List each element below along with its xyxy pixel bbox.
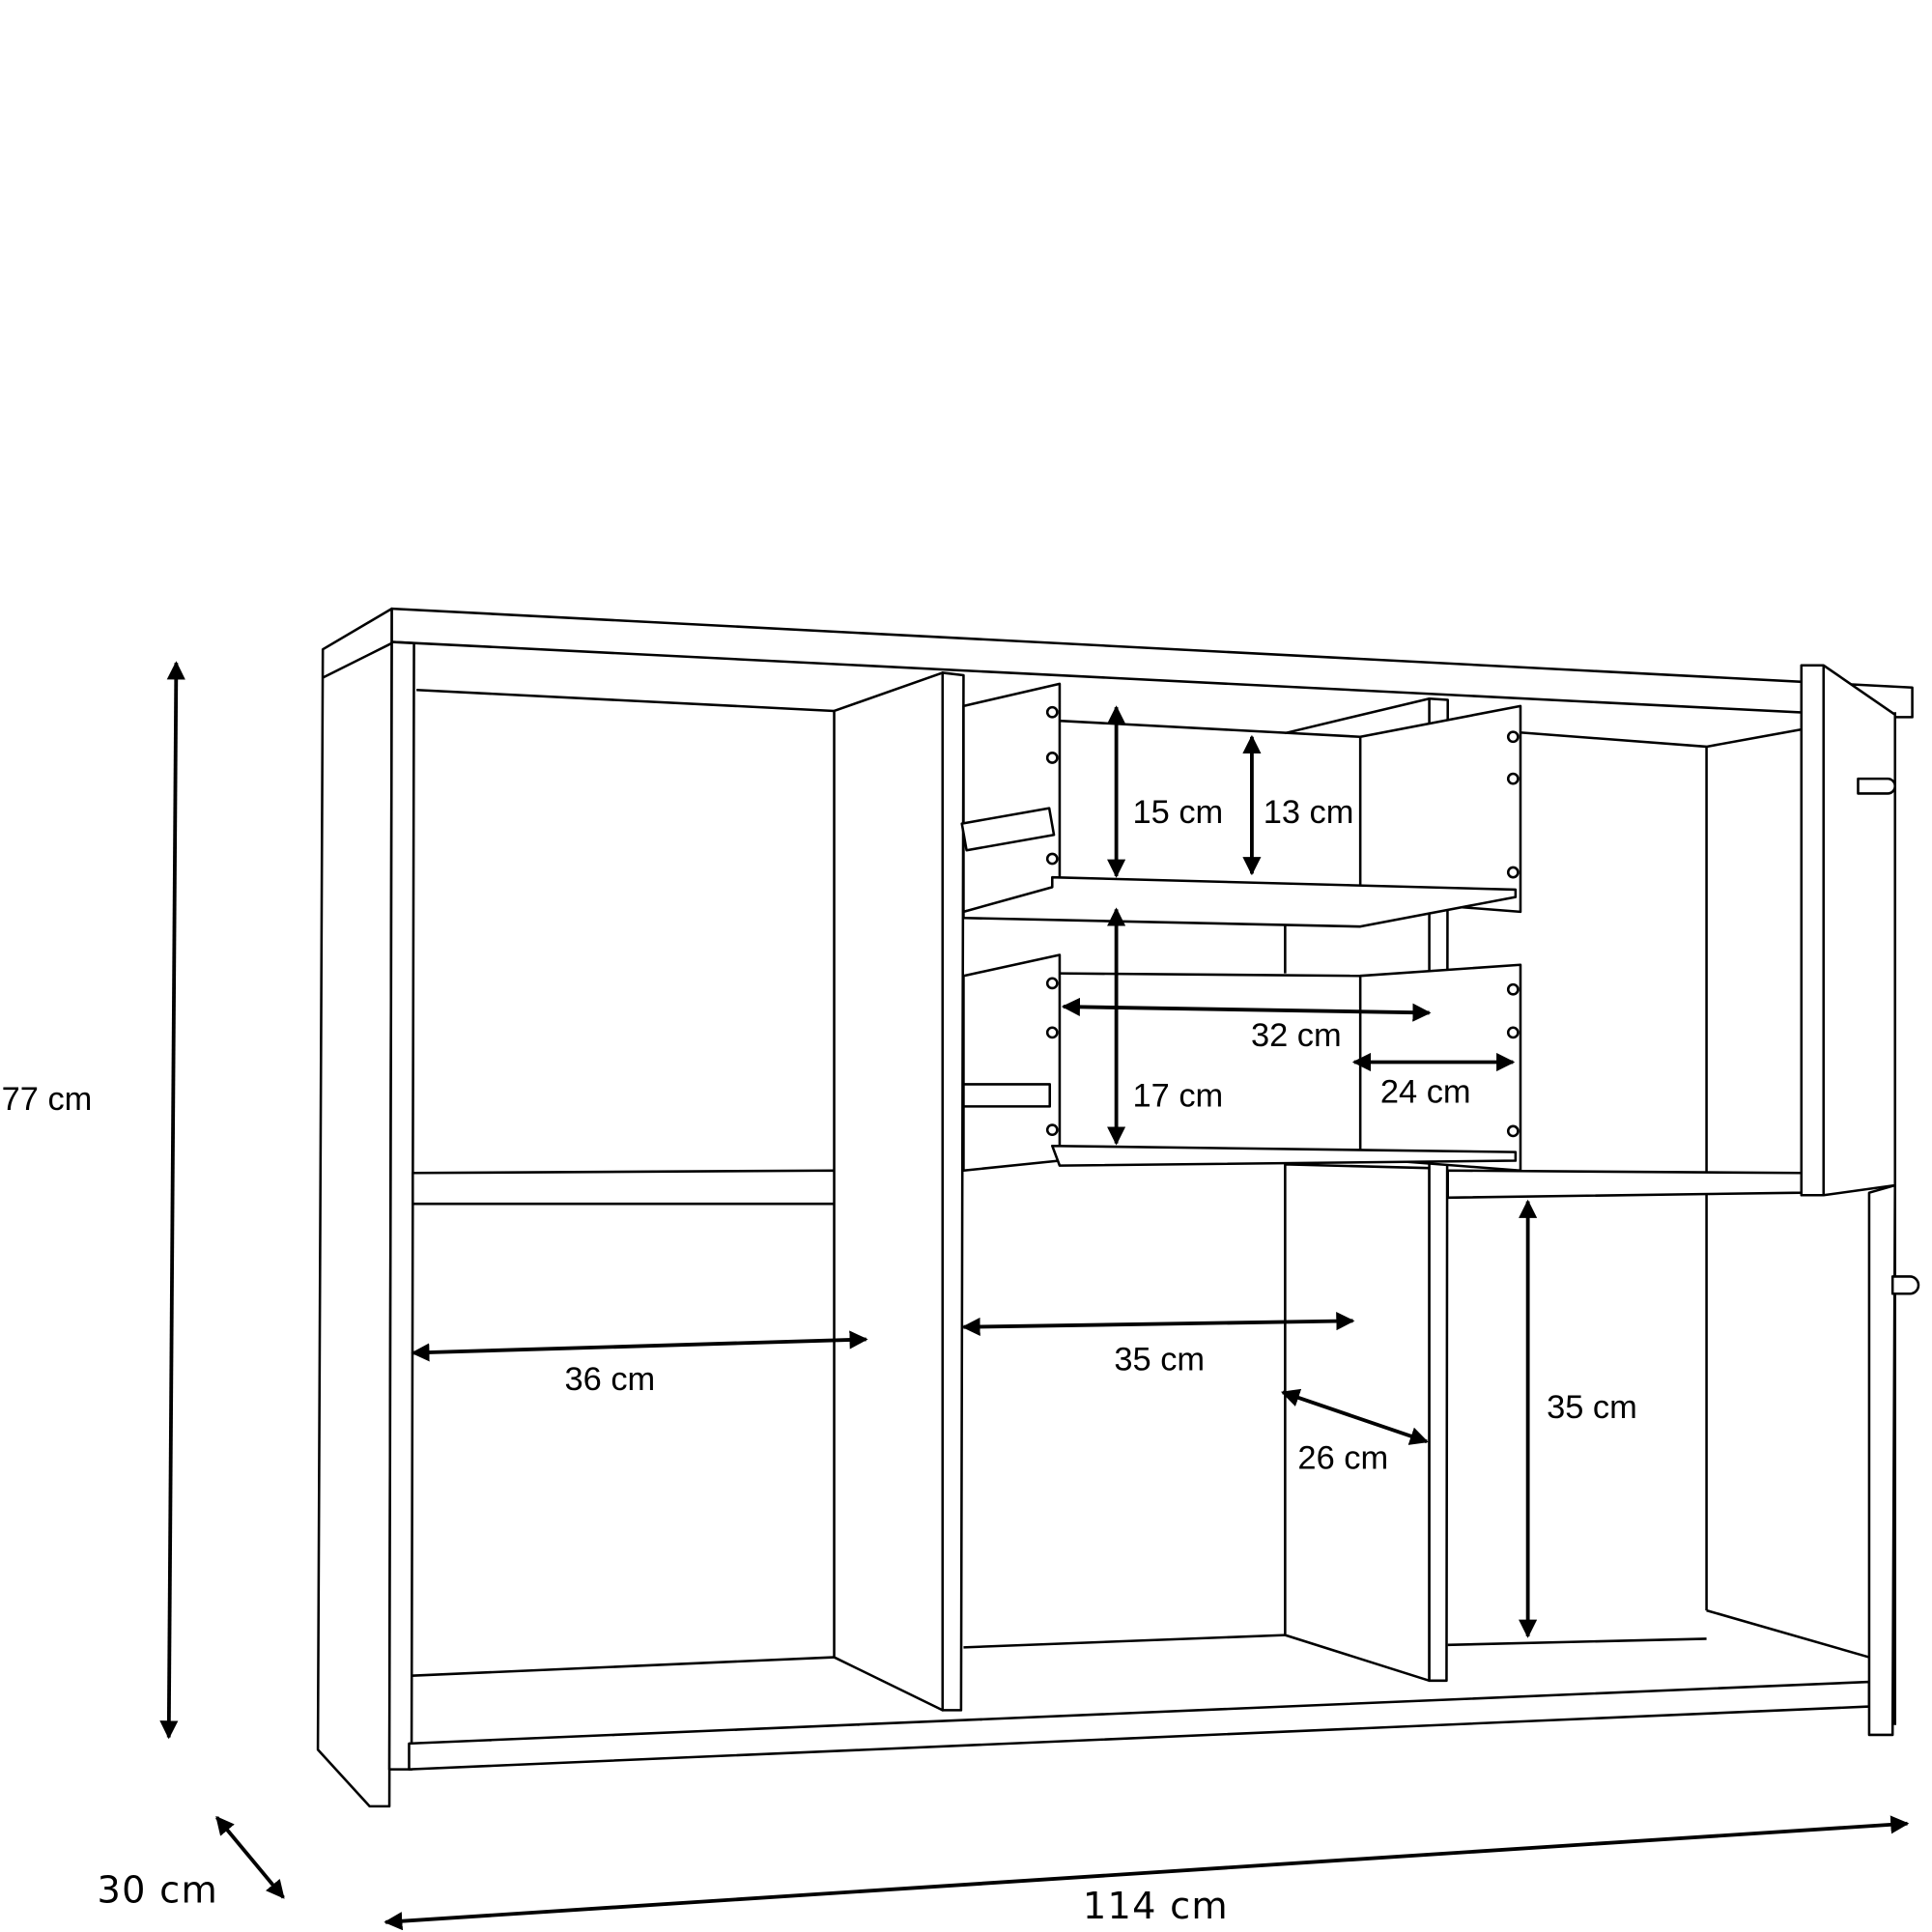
label-right-height: 35 cm bbox=[1547, 1389, 1637, 1426]
lower-drawer-rail bbox=[962, 1083, 1052, 1108]
drawer-screws bbox=[1045, 705, 1520, 1138]
lower-drawer-back bbox=[1358, 963, 1522, 1173]
divider-right-front bbox=[1428, 696, 1449, 1683]
divider-left-front bbox=[941, 671, 965, 1712]
label-upper-drawer-inner: 13 cm bbox=[1264, 794, 1354, 831]
label-middle-depth: 26 cm bbox=[1297, 1439, 1388, 1476]
label-width: 114 cm bbox=[1083, 1885, 1229, 1928]
left-front-edge bbox=[387, 640, 415, 1771]
arrow-left-compartment bbox=[411, 1330, 868, 1362]
arrow-height bbox=[159, 661, 185, 1740]
upper-drawer-rail bbox=[960, 807, 1056, 852]
lower-drawer-bottom bbox=[1051, 1144, 1518, 1167]
dimension-arrows bbox=[159, 661, 1910, 1931]
arrow-middle-depth bbox=[1280, 1388, 1429, 1445]
label-lower-drawer: 17 cm bbox=[1133, 1077, 1224, 1114]
upper-drawer-side bbox=[962, 682, 1062, 914]
lower-drawer-side bbox=[962, 953, 1062, 1173]
door-knob-lower-icon bbox=[1890, 1275, 1920, 1295]
upper-door bbox=[1800, 664, 1897, 1197]
label-middle-width: 35 cm bbox=[1114, 1341, 1205, 1378]
bottom-board bbox=[408, 1680, 1871, 1771]
label-height: 77 cm bbox=[2, 1081, 93, 1118]
shelf-right bbox=[1446, 1169, 1804, 1200]
label-left-compartment: 36 cm bbox=[565, 1361, 656, 1398]
label-drawer-depth: 24 cm bbox=[1380, 1074, 1471, 1111]
left-side-panel bbox=[316, 607, 393, 1808]
door-knob-upper-icon bbox=[1857, 777, 1896, 795]
arrow-width bbox=[384, 1815, 1910, 1931]
upper-drawer-bottom bbox=[962, 875, 1518, 928]
dimension-labels: 77 cm 30 cm 114 cm 36 cm 35 cm 26 cm 35 … bbox=[2, 794, 1637, 1928]
divider-right-side bbox=[1284, 1163, 1431, 1683]
arrow-middle-width bbox=[961, 1312, 1355, 1337]
arrow-depth bbox=[215, 1815, 285, 1899]
upper-drawer-back bbox=[1358, 704, 1522, 914]
lower-door bbox=[1867, 1183, 1897, 1737]
top-board bbox=[390, 607, 1914, 719]
divider-left-side bbox=[833, 671, 945, 1712]
label-drawer-width: 32 cm bbox=[1251, 1017, 1342, 1054]
cabinet-drawing bbox=[316, 607, 1920, 1808]
label-depth: 30 cm bbox=[98, 1868, 219, 1912]
label-upper-drawer-outer: 15 cm bbox=[1133, 794, 1224, 831]
